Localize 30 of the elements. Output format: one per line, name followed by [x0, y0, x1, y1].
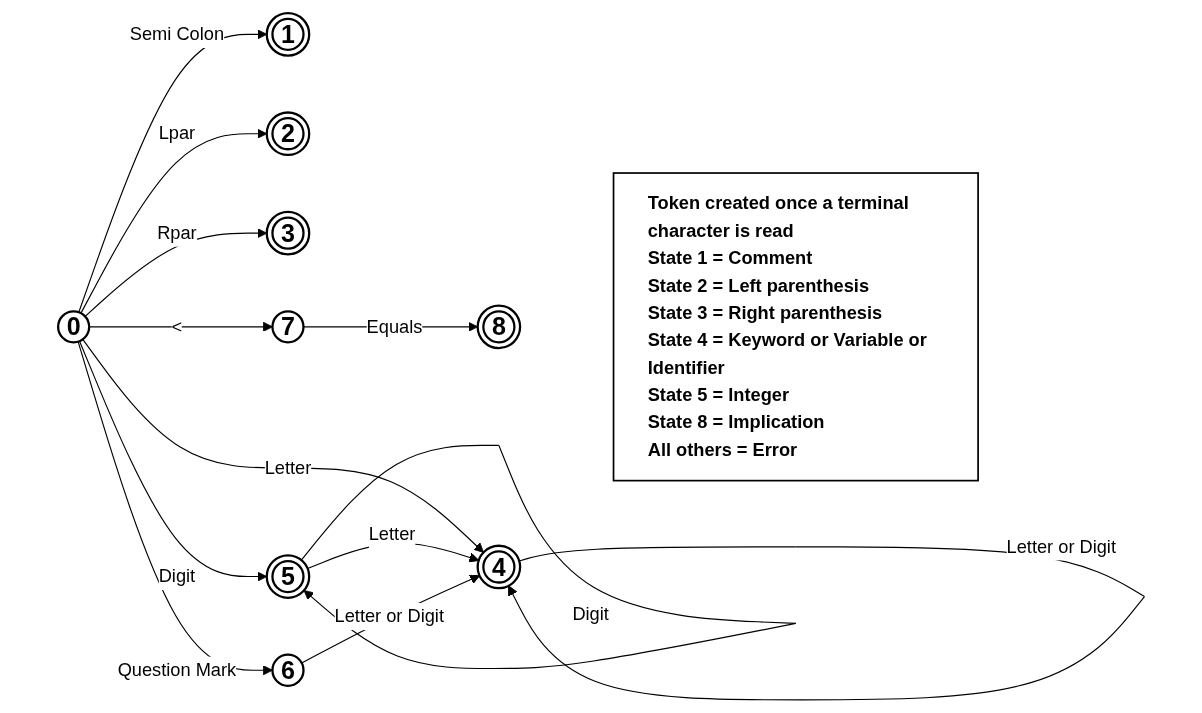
edge-label: Equals: [366, 316, 422, 336]
node-circle: 5: [265, 554, 310, 599]
node-circle: 7: [270, 310, 305, 344]
arrow: [77, 341, 273, 676]
edge-label: Lpar: [158, 123, 195, 143]
node-circle: 6: [270, 653, 305, 687]
edge-label: <: [171, 316, 182, 336]
edge-label: Letter: [368, 523, 415, 544]
node-circle: 3: [265, 210, 310, 256]
arrow: [300, 574, 480, 664]
node-circle: 8: [476, 304, 521, 350]
edge-label: Question Mark: [117, 660, 236, 680]
edge-label: Digit: [158, 566, 195, 586]
edge-label: Letter or Digit: [1006, 536, 1116, 557]
arrow: [77, 29, 267, 313]
node-circle: 0: [56, 310, 90, 344]
node-circle: 4: [476, 544, 521, 590]
edge-label: Rpar: [156, 222, 197, 243]
arrow: [88, 321, 273, 332]
arrow: [80, 128, 267, 314]
edge-label: Semi Colon: [129, 24, 224, 44]
node-circle: 1: [265, 11, 310, 57]
node-box: Token created once a terminal character is read State 1 = Comment State 2 = Left parenthesis State 3 = Right parenthesis State 4 = Keyword or Variable or Identifier State 5 = Integer State 8 = Implication All others = Error: [612, 172, 979, 482]
edge-label: Digit: [571, 604, 609, 624]
arrow: [84, 228, 267, 317]
edge-label: Letter or Digit: [334, 606, 444, 626]
edge-label: Letter: [264, 457, 311, 478]
arrow: [78, 340, 267, 582]
node-circle: 2: [265, 111, 310, 157]
arrow: [81, 338, 484, 553]
